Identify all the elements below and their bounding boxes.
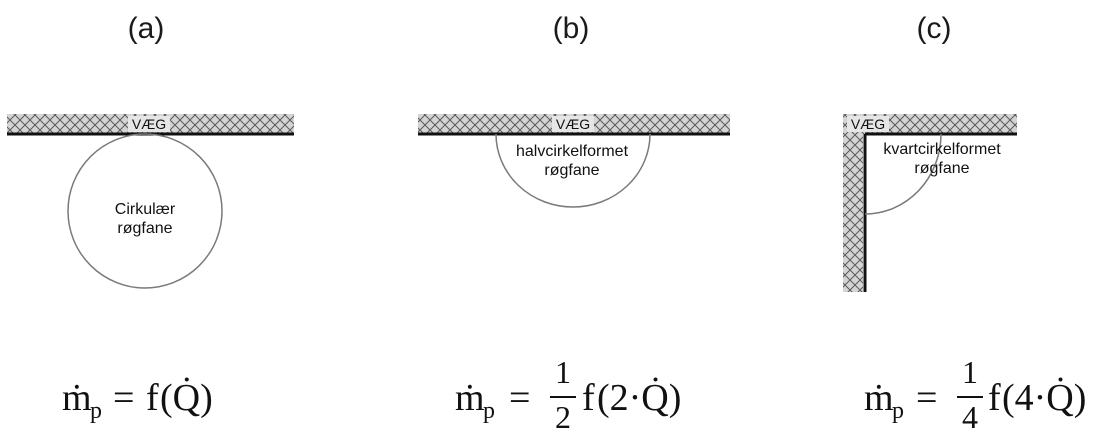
panel-a-eq-sub: p bbox=[90, 398, 102, 424]
panel-a-eq-arg: (Q̇) bbox=[160, 377, 213, 419]
panel-b: (b) VÆG halvcirkelformet røgfane ṁ p = 1… bbox=[418, 12, 730, 434]
panel-a-eq-lhs: ṁ bbox=[62, 377, 92, 419]
panel-c: (c) VÆG kvartcirkelformet røgfane ṁ p = … bbox=[843, 12, 1086, 434]
panel-b-eq-frac-den: 2 bbox=[555, 399, 571, 434]
panel-b-eq-arg: (2·Q̇) bbox=[597, 377, 681, 419]
panel-a-label: (a) bbox=[128, 12, 165, 45]
panel-c-plume-line1: kvartcirkelformet bbox=[883, 141, 1001, 158]
panel-a-plume-line2: røgfane bbox=[117, 220, 172, 237]
panel-c-eq-sub: p bbox=[892, 398, 904, 424]
panel-b-label: (b) bbox=[553, 12, 590, 45]
panel-b-equation: ṁ p = 1 2 f (2·Q̇) bbox=[455, 354, 681, 434]
panel-b-wall: VÆG bbox=[418, 114, 730, 136]
panel-a-plume-line1: Cirkulær bbox=[115, 201, 176, 218]
panel-c-eq-lhs: ṁ bbox=[864, 377, 894, 419]
panel-c-eq-frac-num: 1 bbox=[962, 354, 978, 390]
panel-c-quarter-circle-plume bbox=[864, 133, 942, 215]
panel-a-equation: ṁ p = f (Q̇) bbox=[62, 377, 213, 424]
panel-a-circular-plume bbox=[67, 133, 223, 289]
panel-a-eq-equals: = bbox=[113, 377, 134, 419]
panel-b-half-circle-plume bbox=[495, 133, 651, 208]
panel-c-eq-frac-den: 4 bbox=[962, 399, 978, 434]
panel-b-plume-line2: røgfane bbox=[544, 162, 599, 179]
panel-a-wall: VÆG bbox=[7, 114, 294, 136]
panel-b-eq-equals: = bbox=[509, 377, 530, 419]
panel-a: (a) VÆG Cirkulær røgfane ṁ p = f (Q̇) bbox=[7, 12, 294, 424]
panel-c-eq-arg: (4·Q̇) bbox=[1002, 377, 1086, 419]
panel-a-eq-func: f bbox=[146, 377, 159, 419]
panel-c-equation: ṁ p = 1 4 f (4·Q̇) bbox=[864, 354, 1086, 434]
panel-b-eq-lhs: ṁ bbox=[455, 377, 485, 419]
panel-b-wall-label: VÆG bbox=[556, 116, 590, 132]
panel-a-wall-label: VÆG bbox=[132, 116, 166, 132]
panel-b-eq-sub: p bbox=[483, 398, 495, 424]
panel-c-eq-func: f bbox=[988, 377, 1001, 419]
panel-b-plume-line1: halvcirkelformet bbox=[516, 143, 629, 160]
panel-b-eq-frac-num: 1 bbox=[555, 354, 571, 390]
panel-c-corner-wall: VÆG bbox=[843, 114, 1017, 292]
panel-c-plume-line2: røgfane bbox=[914, 160, 969, 177]
panel-c-wall-label: VÆG bbox=[851, 116, 885, 132]
panel-b-eq-func: f bbox=[582, 377, 595, 419]
panel-c-label: (c) bbox=[917, 12, 952, 45]
panel-c-eq-equals: = bbox=[916, 377, 937, 419]
